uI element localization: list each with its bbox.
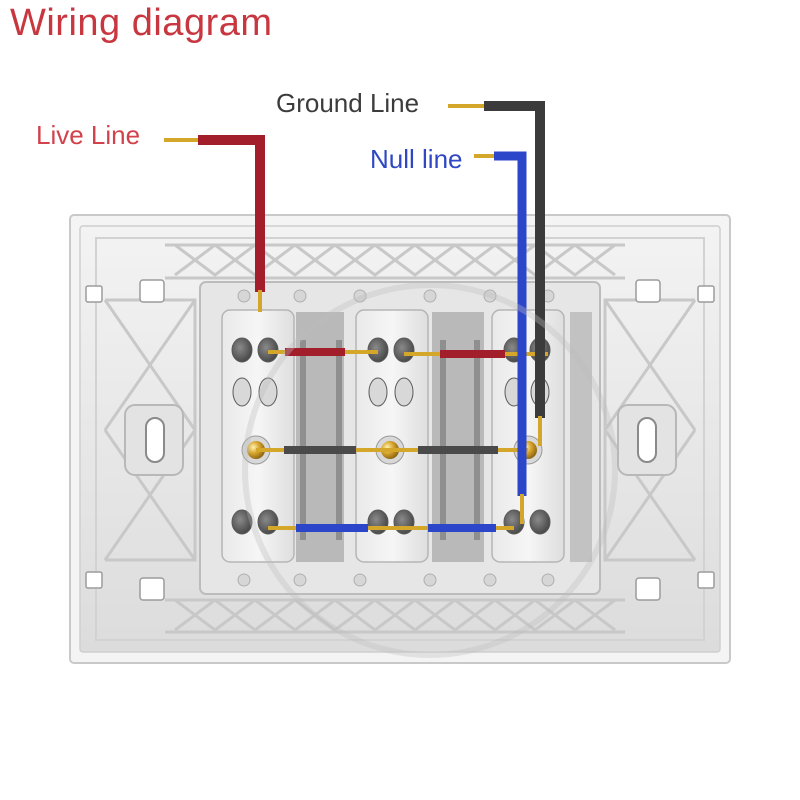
null-wire [268, 151, 527, 532]
null-line-label: Null line [370, 144, 463, 174]
page-title: Wiring diagram [10, 2, 273, 44]
terminal-holes [231, 337, 551, 535]
mounting-clips [85, 279, 715, 601]
mounting-slot-left [124, 404, 184, 476]
ground-line-label: Ground Line [276, 88, 420, 118]
mounting-slot-right [617, 404, 677, 476]
live-line-label: Live Line [36, 120, 141, 150]
watermark [242, 282, 618, 658]
